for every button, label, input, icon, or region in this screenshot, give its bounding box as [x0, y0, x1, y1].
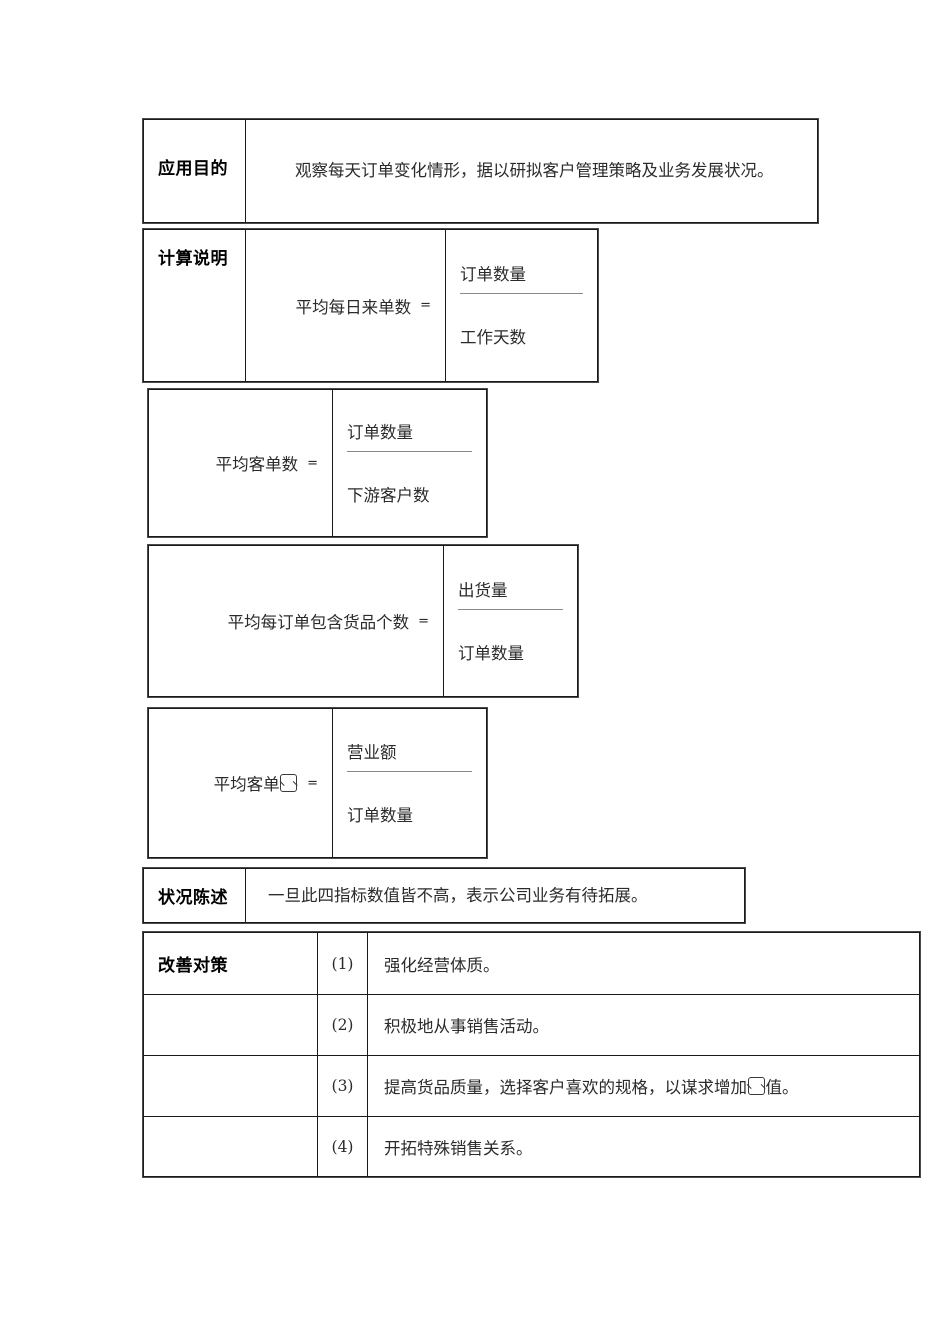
improvement-empty-cell-4 — [144, 1117, 317, 1177]
improvement-number-2: (2) — [317, 995, 367, 1055]
formula-3-equals: = — [418, 613, 429, 629]
formula-3-fraction-cell: 出货量 订单数量 — [443, 546, 577, 696]
formula-3-denominator: 订单数量 — [458, 643, 524, 663]
formula-4-numerator: 营业额 — [347, 742, 397, 762]
improvement-text-1: 强化经营体质。 — [367, 933, 919, 994]
improvement-text-3-after: 值。 — [765, 1078, 799, 1097]
improvement-number-4: (4) — [317, 1117, 367, 1177]
improvement-empty-cell-3 — [144, 1056, 317, 1116]
formula-2-denominator: 下游客户数 — [347, 485, 430, 505]
purpose-label-cell: 应用目的 — [144, 120, 245, 222]
formula-4-fraction-cell: 营业额 订单数量 — [332, 709, 486, 857]
formula-2-block: 平均客单数 = 订单数量 下游客户数 — [148, 389, 487, 537]
formula-1-numerator: 订单数量 — [460, 265, 526, 284]
improvement-label-cell: 改善对策 — [144, 933, 317, 994]
improvement-text-2: 积极地从事销售活动。 — [367, 995, 919, 1055]
formula-4-denominator: 订单数量 — [347, 805, 413, 825]
missing-glyph-box-icon — [747, 1077, 765, 1095]
improvement-number-3: (3) — [317, 1056, 367, 1116]
formula-4-equals: = — [307, 775, 318, 791]
status-label-cell: 状况陈述 — [144, 869, 245, 922]
formula-3-name: 平均每订单包含货品个数 — [227, 613, 410, 632]
purpose-text-cell: 观察每天订单变化情形，据以研拟客户管理策略及业务发展状况。 — [245, 120, 817, 222]
formula-1-fraction-cell: 订单数量 工作天数 — [445, 230, 597, 381]
improvement-text-4: 开拓特殊销售关系。 — [367, 1117, 919, 1177]
status-text-cell: 一旦此四指标数值皆不高，表示公司业务有待拓展。 — [245, 869, 744, 922]
improvement-number-1: (1) — [317, 933, 367, 994]
purpose-label: 应用目的 — [158, 159, 228, 178]
table-row: (4) 开拓特殊销售关系。 — [144, 1116, 919, 1177]
calculation-block: 计算说明 平均每日来单数 = 订单数量 工作天数 — [143, 229, 598, 382]
missing-glyph-box-icon — [280, 774, 298, 792]
formula-2-numerator: 订单数量 — [347, 422, 413, 442]
formula-2-name: 平均客单数 — [215, 455, 299, 474]
improvement-empty-cell-2 — [144, 995, 317, 1055]
improvement-label: 改善对策 — [158, 956, 228, 975]
table-row: 改善对策 (1) 强化经营体质。 — [144, 933, 919, 994]
formula-4-block: 平均客单 = 营业额 订单数量 — [148, 708, 487, 858]
purpose-text: 观察每天订单变化情形，据以研拟客户管理策略及业务发展状况。 — [295, 161, 774, 181]
improvement-table: 改善对策 (1) 强化经营体质。 (2) 积极地从事销售活动。 (3) 提高货品… — [143, 932, 920, 1177]
formula-2-name-cell: 平均客单数 = — [149, 390, 332, 536]
formula-3-numerator: 出货量 — [458, 580, 508, 600]
formula-1-denominator: 工作天数 — [460, 328, 526, 347]
formula-4-name-cell: 平均客单 = — [149, 709, 332, 857]
formula-3-block: 平均每订单包含货品个数 = 出货量 订单数量 — [148, 545, 578, 697]
formula-1-fraction-bar — [460, 293, 583, 294]
calculation-label: 计算说明 — [158, 249, 228, 268]
formula-3-fraction-bar — [458, 608, 563, 610]
status-label: 状况陈述 — [158, 888, 228, 907]
formula-2-fraction-bar — [347, 450, 472, 452]
formula-2-fraction-cell: 订单数量 下游客户数 — [332, 390, 486, 536]
formula-4-name: 平均客单 — [213, 775, 280, 794]
status-text: 一旦此四指标数值皆不高，表示公司业务有待拓展。 — [268, 885, 648, 905]
purpose-block: 应用目的 观察每天订单变化情形，据以研拟客户管理策略及业务发展状况。 — [143, 119, 818, 223]
formula-4-fraction-bar — [347, 770, 472, 772]
table-row: (2) 积极地从事销售活动。 — [144, 994, 919, 1055]
formula-1-equals: = — [420, 298, 431, 313]
improvement-text-3: 提高货品质量，选择客户喜欢的规格，以谋求增加值。 — [367, 1056, 919, 1116]
formula-2-equals: = — [307, 455, 318, 471]
status-block: 状况陈述 一旦此四指标数值皆不高，表示公司业务有待拓展。 — [143, 868, 745, 923]
calculation-label-cell: 计算说明 — [144, 230, 245, 381]
formula-1-name: 平均每日来单数 — [295, 297, 412, 317]
formula-3-name-cell: 平均每订单包含货品个数 = — [149, 546, 443, 696]
table-row: (3) 提高货品质量，选择客户喜欢的规格，以谋求增加值。 — [144, 1055, 919, 1116]
formula-1-name-cell: 平均每日来单数 = — [245, 230, 445, 381]
improvement-text-3-before: 提高货品质量，选择客户喜欢的规格，以谋求增加 — [384, 1078, 747, 1097]
